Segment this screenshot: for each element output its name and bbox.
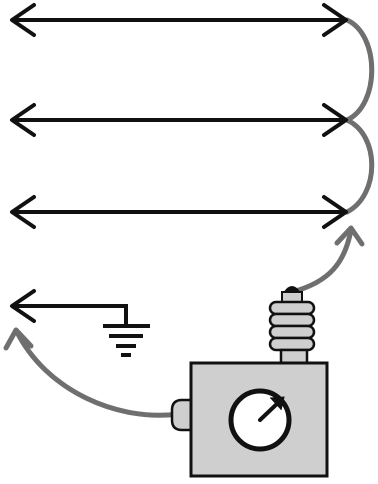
gray-path-to-left xyxy=(13,327,181,418)
insulator-terminal xyxy=(268,286,316,366)
gray-arrowhead-upper xyxy=(334,225,365,247)
double-arrow-line xyxy=(10,103,348,137)
gray-path-to-line xyxy=(289,227,354,295)
gray-loop-middle xyxy=(344,117,375,215)
meter-plug xyxy=(170,398,194,432)
double-arrow-line xyxy=(10,195,348,229)
meter-dial-icon xyxy=(228,388,292,452)
gray-loop-top xyxy=(344,17,375,123)
ground-symbol-icon xyxy=(103,324,150,357)
double-arrow-line xyxy=(10,3,348,37)
gray-arrowhead-lower xyxy=(3,327,34,351)
single-arrow-line xyxy=(10,289,128,326)
